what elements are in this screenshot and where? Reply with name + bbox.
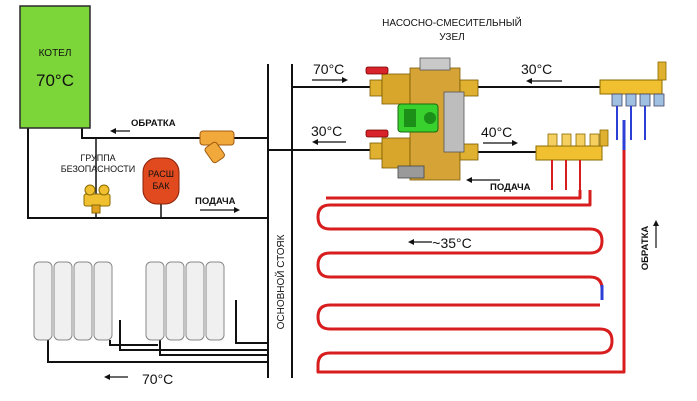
tank-label-line1: РАСШ [148,169,174,179]
header-line2: УЗЕЛ [439,32,464,43]
riser-label: ОСНОВНОЙ СТОЯК [274,234,287,329]
expansion-tank-body [142,157,180,205]
return-arrow-right [653,220,659,248]
header-line1: НАСОСНО-СМЕСИТЕЛЬНЫЙ [382,16,522,29]
floor-temp-arrow [408,239,432,245]
tank-label-line2: БАК [153,181,171,191]
expansion-tank: РАСШ БАК [142,157,180,218]
collector-outlets [551,106,646,190]
mixing-unit [365,57,479,181]
radiator-left [33,261,113,341]
boiler-temp: 70°C [36,71,74,90]
valve-handle-top [365,66,389,75]
supply-collector [535,129,609,161]
temp-floor-supply: 40°C [481,124,512,140]
supply-label-right: ПОДАЧА [490,182,531,193]
supply-label-left: ПОДАЧА [195,196,236,207]
supply-arrow-right [466,177,500,183]
return-label-top: ОБРАТКА [131,118,176,129]
radiator-temp-arrow [104,374,128,380]
valve-handle-bottom [365,129,389,138]
safety-group [83,138,111,218]
arrow-floor-return [526,78,562,84]
arrow-in-hot [312,77,348,83]
floor-temp-label: ~35°C [432,235,471,251]
arrow-out-return [312,139,346,145]
safety-label-line1: ГРУППА [80,153,115,163]
floor-heating-loop-upper [316,190,604,300]
return-label-right: ОБРАТКА [640,226,651,271]
temp-in-hot: 70°C [313,61,344,77]
temp-floor-return: 30°C [521,61,552,77]
temp-out-return: 30°C [311,123,342,139]
main-pipes [27,64,600,378]
boiler: КОТЕЛ 70°C [19,5,91,129]
floor-heating-loop-lower [316,120,626,374]
filter-icon [199,130,235,164]
radiator-temp-label: 70°C [142,371,173,387]
radiator-right [145,261,225,341]
safety-label-line2: БЕЗОПАСНОСТИ [61,164,136,174]
return-arrow-top [110,128,130,134]
return-collector [599,61,667,107]
arrow-floor-supply [483,140,518,146]
boiler-body [19,5,91,129]
supply-arrow-left [200,207,240,213]
boiler-label: КОТЕЛ [39,48,72,59]
